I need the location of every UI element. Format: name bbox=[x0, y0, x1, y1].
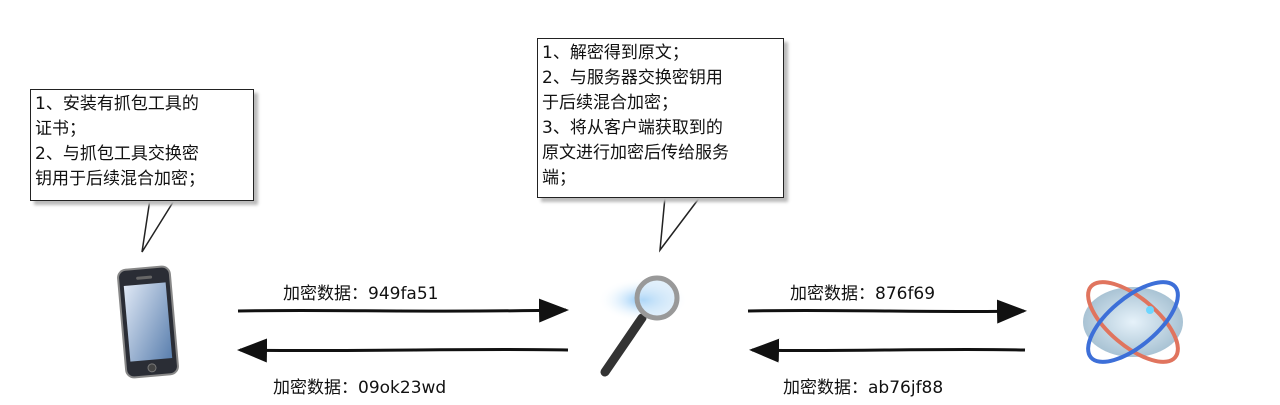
arrow-proxy-to-client bbox=[237, 338, 569, 363]
callout-line: 端； bbox=[542, 168, 576, 188]
label-server-to-proxy: 加密数据：ab76jf88 bbox=[783, 378, 944, 398]
proxy-callout-tail bbox=[659, 196, 701, 253]
arrow-client-to-proxy bbox=[237, 298, 569, 323]
callout-line: 钥用于后续混合加密； bbox=[35, 169, 205, 189]
client-callout-tail bbox=[141, 198, 176, 253]
callout-line: 2、与服务器交换密钥用 bbox=[542, 68, 723, 88]
callout-line: 2、与抓包工具交换密 bbox=[35, 144, 199, 164]
callout-line: 证书； bbox=[35, 119, 86, 139]
smartphone-icon bbox=[117, 265, 179, 379]
label-proxy-to-server: 加密数据：876f69 bbox=[790, 284, 936, 304]
callout-line: 1、安装有抓包工具的 bbox=[35, 94, 199, 114]
callout-line: 1、解密得到原文； bbox=[542, 43, 689, 63]
arrow-proxy-to-server bbox=[747, 299, 1027, 324]
client-callout: 1、安装有抓包工具的 证书； 2、与抓包工具交换密 钥用于后续混合加密； bbox=[30, 89, 254, 201]
magnifier-icon bbox=[598, 275, 688, 377]
proxy-callout: 1、解密得到原文； 2、与服务器交换密钥用 于后续混合加密； 3、将从客户端获取… bbox=[537, 38, 784, 198]
arrow-server-to-proxy bbox=[749, 338, 1026, 363]
label-proxy-to-client: 加密数据：09ok23wd bbox=[273, 378, 447, 398]
cloud-server-icon bbox=[1083, 280, 1183, 364]
callout-line: 原文进行加密后传给服务 bbox=[542, 143, 729, 163]
label-client-to-proxy: 加密数据：949fa51 bbox=[283, 284, 439, 304]
callout-line: 3、将从客户端获取到的 bbox=[542, 118, 723, 138]
callout-line: 于后续混合加密； bbox=[542, 93, 678, 113]
